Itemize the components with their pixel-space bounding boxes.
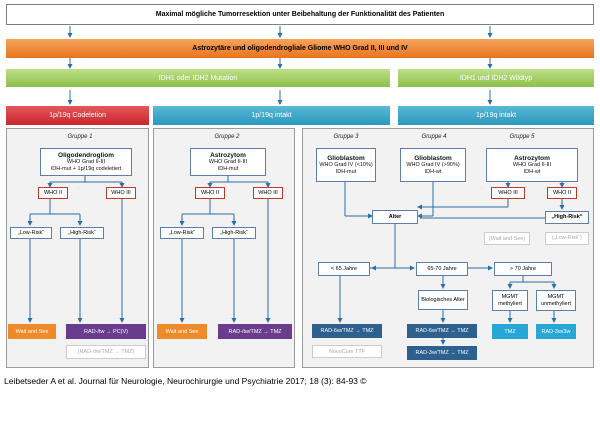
group-2-rad-tmz: RAD-/tw/TMZ → TMZ xyxy=(218,324,292,339)
age-over-70: > 70 Jahre xyxy=(494,262,552,276)
age-under-65-treatment: RAD-6w/TMZ → TMZ xyxy=(312,324,382,338)
rad-3w-tmz-treatment: RAD-3w/TMZ → TMZ xyxy=(407,346,477,360)
group-5-wait-faded: (Wait and See) xyxy=(484,232,530,245)
group-2-who-ii: WHO II xyxy=(195,187,225,199)
mgmt-unmethylated: MGMT unmethyliert xyxy=(536,290,576,311)
group-2-label: Gruppe 2 xyxy=(214,134,240,140)
group-2-diagnosis-box: Astrozytom WHO Grad II-III IDH-mut xyxy=(190,148,266,176)
group-1-wait-and-see: Wait and See xyxy=(8,324,56,339)
novocure-ttf-faded: NovoCure TTF xyxy=(312,345,382,358)
idh-mutation-bar: IDH1 oder IDH2 Mutation xyxy=(6,69,390,87)
group-5-label: Gruppe 5 xyxy=(509,134,535,140)
group-1-line1: WHO Grad II-III xyxy=(66,159,106,166)
group-3-line1: WHO Grad IV (<10%) xyxy=(319,162,373,169)
group-1-line2: IDH-mut + 1p/19q codeletiert xyxy=(50,165,122,172)
tumor-category-bar: Astrozytäre und oligodendrogliale Gliome… xyxy=(6,39,594,58)
group-4-line1: WHO Grad IV (>90%) xyxy=(406,162,460,169)
group-2-wait-and-see: Wait and See xyxy=(157,324,207,339)
rad-3w-treatment: RAD-3w/3w xyxy=(536,324,576,339)
group-3-label: Gruppe 3 xyxy=(333,134,359,140)
group-5-who-iii: WHO III xyxy=(491,187,525,199)
group-1-who-iii: WHO III xyxy=(106,187,136,199)
group-1-high-risk: „High-Risk“ xyxy=(60,227,104,239)
codeletion-bar: 1p/19q Codeletion xyxy=(6,106,149,125)
group-1-low-risk: „Low-Risk“ xyxy=(10,227,52,239)
group-2-low-risk: „Low-Risk“ xyxy=(160,227,204,239)
intact-bar-right: 1p/19q intakt xyxy=(398,106,594,125)
idh-wildtype-bar: IDH1 und IDH2 Wildtyp xyxy=(398,69,594,87)
age-65-70-treatment: RAD-6w/TMZ → TMZ xyxy=(407,324,477,338)
group-5-line1: WHO Grad II-III xyxy=(512,162,552,169)
group-5-high-risk: „High-Risk“ xyxy=(545,211,589,224)
group-4-diagnosis-box: Glioblastom WHO Grad IV (>90%) IDH-wt xyxy=(400,148,466,182)
group-5-title: Astrozytom xyxy=(514,154,550,162)
mgmt-methylated: MGMT methyliert xyxy=(492,290,528,311)
group-1-title: Oligodendrogliom xyxy=(58,151,114,159)
group-4-label: Gruppe 4 xyxy=(421,134,447,140)
group-4-line2: IDH-wt xyxy=(424,168,442,175)
group-2-who-iii: WHO III xyxy=(253,187,283,199)
group-1-who-ii: WHO II xyxy=(38,187,68,199)
group-2-title: Astrozytom xyxy=(210,151,246,159)
group-2-line1: WHO Grad II-III xyxy=(208,159,248,166)
group-1-label: Gruppe 1 xyxy=(67,134,93,140)
intact-bar-middle: 1p/19q intakt xyxy=(153,106,390,125)
group-4-title: Glioblastom xyxy=(414,154,452,162)
age-65-70: 65-70 Jahre xyxy=(416,262,468,276)
tmz-treatment: TMZ xyxy=(492,324,528,339)
group-1-rad-tmz-faded: (RAD-/tw/TMZ → TMZ) xyxy=(66,345,146,359)
group-1-rad-pcv: RAD-/tw → PC(V) xyxy=(66,324,146,339)
group-2-high-risk: „High-Risk“ xyxy=(212,227,256,239)
group-5-line2: IDH-wt xyxy=(523,168,541,175)
group-5-who-ii: WHO II xyxy=(547,187,577,199)
group-2-line2: IDH-mut xyxy=(217,165,239,172)
citation-caption: Leibetseder A et al. Journal für Neurolo… xyxy=(4,376,367,386)
group-1-diagnosis-box: Oligodendrogliom WHO Grad II-III IDH-mut… xyxy=(40,148,132,176)
biological-age: Biologisches Alter xyxy=(418,290,468,310)
age-node: Alter xyxy=(372,210,418,224)
group-3-diagnosis-box: Glioblastom WHO Grad IV (<10%) IDH-mut xyxy=(316,148,376,182)
group-5-diagnosis-box: Astrozytom WHO Grad II-III IDH-wt xyxy=(486,148,578,182)
age-under-65: < 65 Jahre xyxy=(318,262,370,276)
group-5-low-risk-faded: („Low-Risk“) xyxy=(545,232,589,245)
group-3-line2: IDH-mut xyxy=(335,168,357,175)
group-3-title: Glioblastom xyxy=(327,154,365,162)
header-title: Maximal mögliche Tumorresektion unter Be… xyxy=(6,4,594,25)
